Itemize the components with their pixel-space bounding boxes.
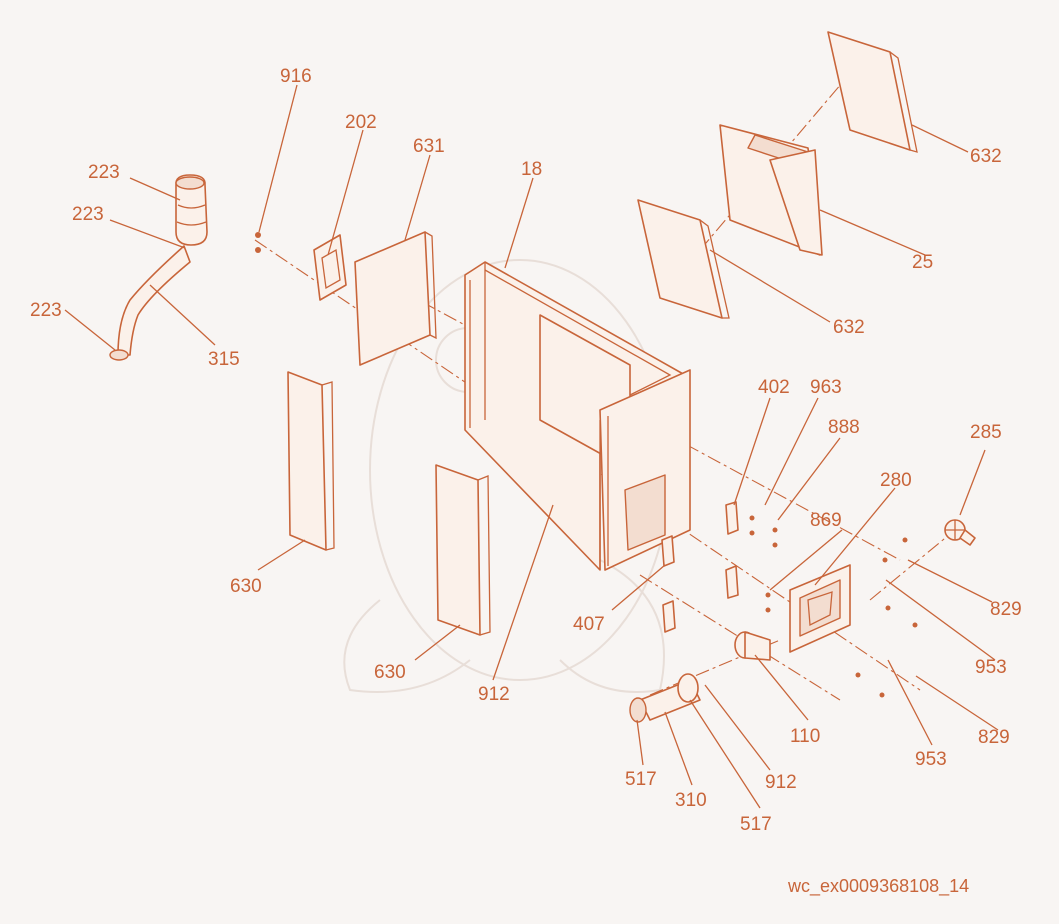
clips [661, 501, 739, 633]
flange-280 [789, 564, 851, 653]
label-829-bottom: 829 [978, 727, 1010, 748]
panel-630-left [287, 371, 335, 551]
panel-632-top [827, 31, 918, 153]
leader-lines [64, 84, 999, 809]
label-18: 18 [521, 159, 542, 180]
label-953-top: 953 [975, 657, 1007, 678]
label-632-top: 632 [970, 146, 1002, 167]
label-953-bottom: 953 [915, 749, 947, 770]
label-916: 916 [280, 66, 312, 87]
label-110: 110 [790, 726, 820, 747]
fan-285 [944, 519, 976, 546]
adapter-110 [734, 631, 771, 661]
pipe-310 [629, 673, 701, 723]
label-285: 285 [970, 422, 1002, 443]
panel-631 [354, 231, 437, 366]
label-630-right: 630 [374, 662, 406, 683]
label-517-left: 517 [625, 769, 657, 790]
label-223-bottom: 223 [30, 300, 62, 321]
label-869: 869 [810, 510, 842, 531]
label-25: 25 [912, 252, 933, 273]
hood-25 [719, 124, 823, 256]
label-829-top: 829 [990, 599, 1022, 620]
main-frame-18 [464, 261, 691, 571]
label-630-left: 630 [230, 576, 262, 597]
cylinder-pipe-assembly [109, 174, 208, 361]
label-223-middle: 223 [72, 204, 104, 225]
label-963: 963 [810, 377, 842, 398]
label-223-top: 223 [88, 162, 120, 183]
label-280: 280 [880, 470, 912, 491]
small-screws [749, 515, 918, 698]
label-402: 402 [758, 377, 790, 398]
label-912-pipe: 912 [765, 772, 797, 793]
diagram-caption: wc_ex0009368108_14 [787, 876, 969, 897]
label-202: 202 [345, 112, 377, 133]
panel-632-bottom [637, 199, 730, 319]
label-888: 888 [828, 417, 860, 438]
part-labels: 916 202 631 223 223 223 315 18 632 25 63… [30, 66, 1022, 835]
label-407: 407 [573, 614, 605, 635]
label-315: 315 [208, 349, 240, 370]
screws-916 [255, 232, 261, 253]
label-631: 631 [413, 136, 445, 157]
label-310: 310 [675, 790, 707, 811]
label-912-main: 912 [478, 684, 510, 705]
label-632-bottom: 632 [833, 317, 865, 338]
bracket-202 [313, 234, 347, 301]
label-517-bottom: 517 [740, 814, 772, 835]
panel-630-right [435, 464, 491, 636]
